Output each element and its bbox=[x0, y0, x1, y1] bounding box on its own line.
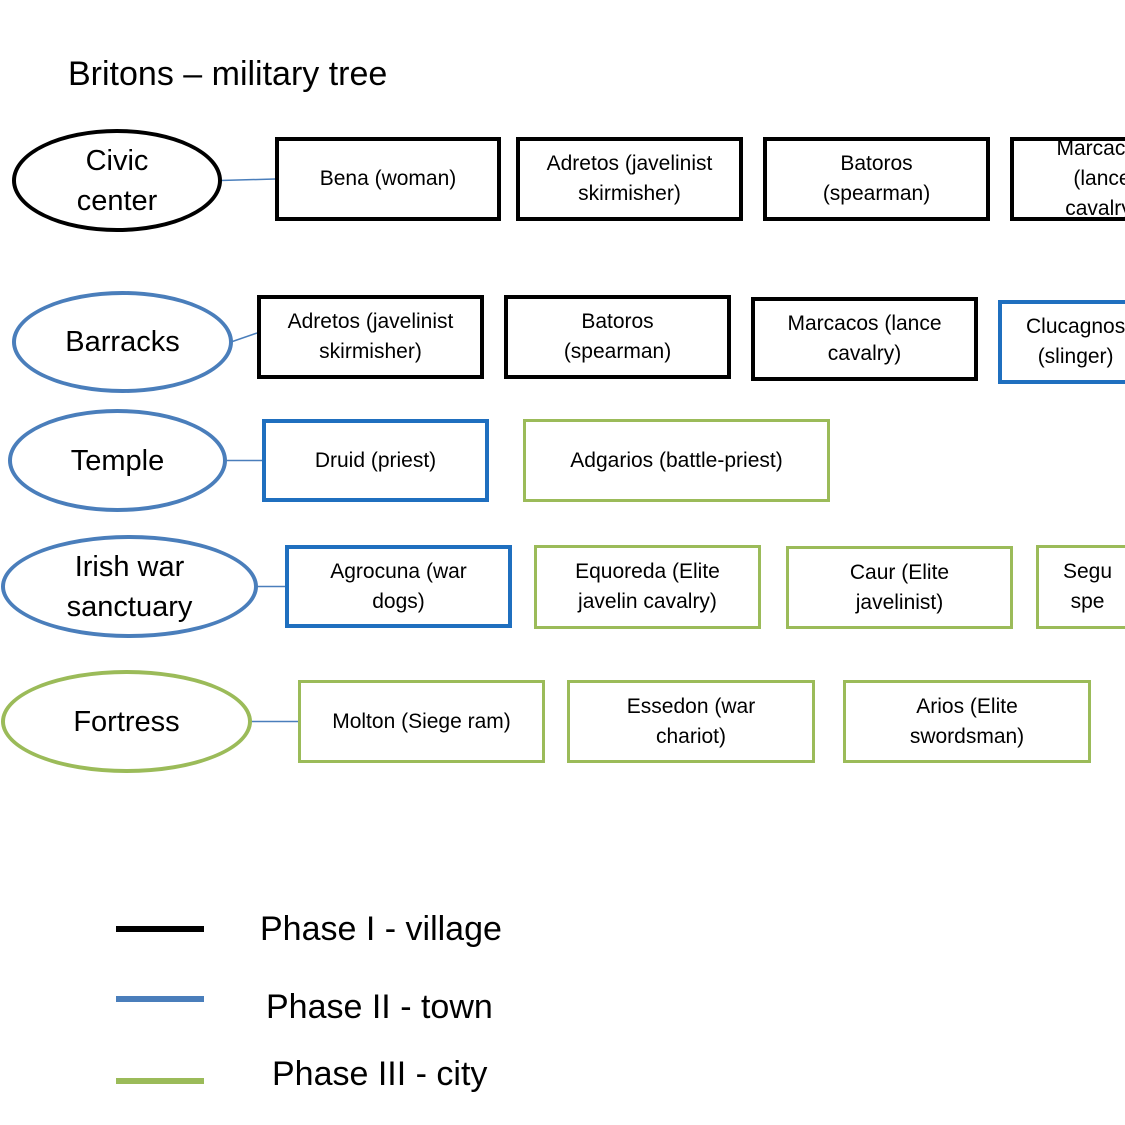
legend-swatch-phase1 bbox=[116, 926, 204, 932]
legend-swatch-phase3 bbox=[116, 1078, 204, 1084]
unit-box: Adgarios (battle-priest) bbox=[523, 419, 830, 502]
unit-label: Batoros (spearman) bbox=[563, 310, 672, 363]
unit-label: Agrocuna (war dogs) bbox=[330, 559, 467, 613]
building-4: Fortress bbox=[1, 670, 252, 773]
unit-label: Marcacos (lance cavalry) bbox=[1056, 137, 1125, 220]
connector-line bbox=[230, 332, 258, 343]
unit-box: Caur (Elite javelinist) bbox=[786, 546, 1013, 629]
unit-label: Essedon (war chariot) bbox=[626, 694, 756, 748]
unit-label: Caur (Elite javelinist) bbox=[849, 560, 950, 614]
unit-box: Clucagnos (slinger) bbox=[998, 300, 1125, 384]
building-label: Fortress bbox=[73, 705, 180, 738]
unit-label: Druid (priest) bbox=[314, 448, 437, 472]
unit-box: Arios (Elite swordsman) bbox=[843, 680, 1091, 763]
unit-label: Adgarios (battle-priest) bbox=[570, 448, 783, 472]
unit-box: Adretos (javelinist skirmisher) bbox=[516, 137, 743, 221]
unit-label: Batoros (spearman) bbox=[822, 152, 931, 205]
diagram-title: Britons – military tree bbox=[68, 55, 388, 93]
unit-box: Equoreda (Elite javelin cavalry) bbox=[534, 545, 761, 629]
unit-box: Bena (woman) bbox=[275, 137, 501, 221]
building-label: Temple bbox=[70, 444, 165, 477]
connector-line bbox=[219, 178, 276, 182]
legend-label: Phase III - city bbox=[272, 1055, 488, 1093]
building-2: Temple bbox=[8, 409, 227, 512]
legend-label: Phase II - town bbox=[266, 988, 493, 1026]
unit-label: Marcacos (lance cavalry) bbox=[787, 312, 942, 365]
building-label: Barracks bbox=[65, 326, 180, 358]
building-label: Civic center bbox=[76, 144, 158, 217]
unit-box: Segu spe bbox=[1036, 545, 1125, 629]
building-label: Irish war sanctuary bbox=[66, 550, 193, 623]
unit-label: Adretos (javelinist skirmisher) bbox=[287, 310, 454, 363]
unit-label: Bena (woman) bbox=[319, 167, 457, 190]
building-3: Irish war sanctuary bbox=[1, 535, 258, 638]
unit-label: Adretos (javelinist skirmisher) bbox=[546, 152, 713, 205]
unit-box: Druid (priest) bbox=[262, 419, 489, 502]
unit-label: Equoreda (Elite javelin cavalry) bbox=[575, 560, 720, 613]
unit-label: Molton (Siege ram) bbox=[332, 709, 511, 733]
building-1: Barracks bbox=[12, 291, 233, 393]
unit-box: Adretos (javelinist skirmisher) bbox=[257, 295, 484, 379]
unit-box: Agrocuna (war dogs) bbox=[285, 545, 512, 628]
building-0: Civic center bbox=[12, 129, 222, 232]
unit-label: Arios (Elite swordsman) bbox=[909, 694, 1025, 748]
legend-swatch-phase2 bbox=[116, 996, 204, 1002]
unit-label: Segu spe bbox=[1063, 560, 1113, 613]
legend-label: Phase I - village bbox=[260, 910, 502, 948]
unit-box: Marcacos (lance cavalry) bbox=[1010, 137, 1125, 221]
unit-box: Essedon (war chariot) bbox=[567, 680, 815, 763]
unit-box: Batoros (spearman) bbox=[504, 295, 731, 379]
unit-box: Batoros (spearman) bbox=[763, 137, 990, 221]
unit-box: Marcacos (lance cavalry) bbox=[751, 297, 978, 381]
unit-box: Molton (Siege ram) bbox=[298, 680, 545, 763]
unit-label: Clucagnos (slinger) bbox=[1026, 315, 1125, 368]
